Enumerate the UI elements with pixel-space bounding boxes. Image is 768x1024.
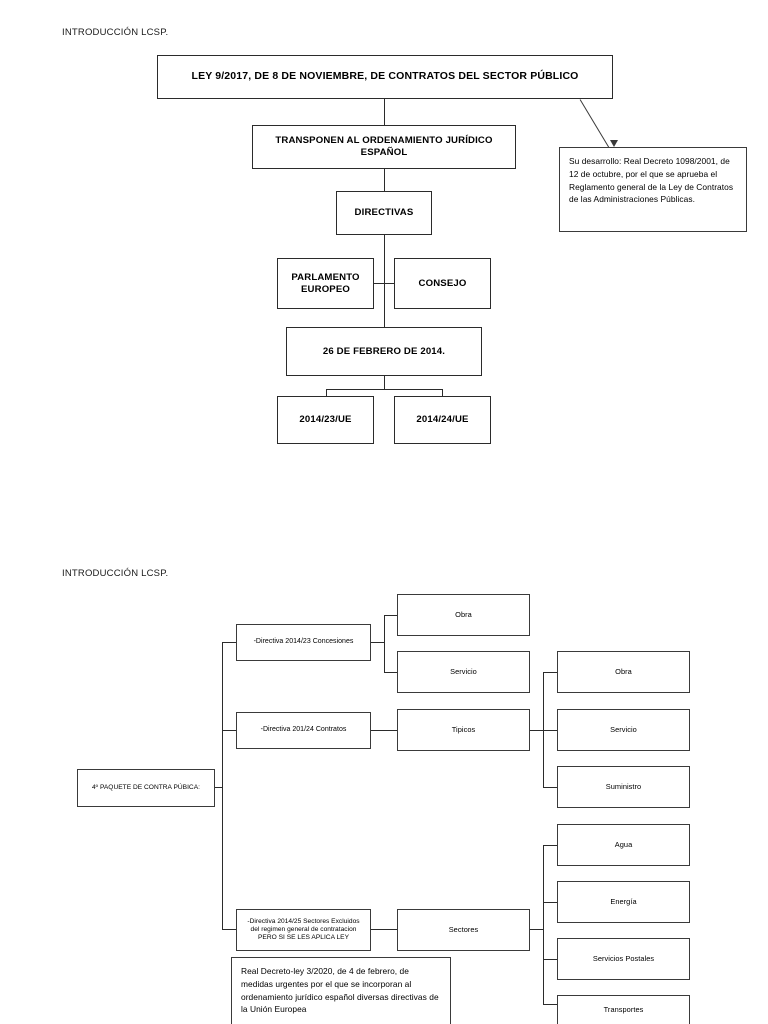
box-directiva-2014-25-sectores: -Directiva 2014/25 Sectores Excluidos de…: [236, 909, 371, 951]
connector-ley-transponen: [384, 99, 386, 125]
box-parlamento-europeo: PARLAMENTO EUROPEO: [277, 258, 374, 309]
box-sectores: Sectores: [397, 909, 530, 951]
connector-spine-sectores: [222, 929, 237, 931]
box-sectores-label: Sectores: [448, 925, 479, 935]
box-concesiones-obra: Obra: [397, 594, 530, 636]
connector-tipicos-obra: [543, 672, 557, 674]
box-fecha-26-febrero-2014: 26 DE FEBRERO DE 2014.: [286, 327, 482, 376]
box-sectores-agua-label: Agua: [614, 840, 633, 850]
arrow-ley-to-note-line: [579, 99, 611, 150]
box-sectores-transportes: Transportes: [557, 995, 690, 1024]
box-2014-24-ue-label: 2014/24/UE: [416, 414, 469, 425]
connector-directivas-down: [384, 235, 386, 327]
connector-2014-23-drop: [326, 389, 328, 396]
connector-sectores-out: [530, 929, 544, 931]
box-tipicos-suministro-label: Suministro: [605, 782, 642, 792]
box-parlamento-europeo-label: PARLAMENTO EUROPEO: [291, 271, 360, 295]
box-sectores-transportes-label: Transportes: [603, 1005, 644, 1015]
box-transponen-label: TRANSPONEN AL ORDENAMIENTO JURÍDICO ESPA…: [275, 135, 493, 158]
box-fecha-26-febrero-2014-label: 26 DE FEBRERO DE 2014.: [322, 345, 446, 357]
connector-spine-concesiones: [222, 642, 237, 644]
box-paquete-contra-publica: 4º PAQUETE DE CONTRA PÚBICA:: [77, 769, 215, 807]
box-directivas: DIRECTIVAS: [336, 191, 432, 235]
box-consejo: CONSEJO: [394, 258, 491, 309]
connector-transponen-directivas: [384, 169, 386, 191]
box-sectores-energia-label: Energía: [610, 897, 637, 907]
box-sectores-servicios-postales: Servicios Postales: [557, 938, 690, 980]
connector-fecha-down: [384, 376, 386, 390]
section-heading-2: INTRODUCCIÓN LCSP.: [62, 568, 169, 579]
connector-tipicos-suministro: [543, 787, 557, 789]
connector-tipicos-out: [530, 730, 544, 732]
box-nota-real-decreto-ley-3-2020-label: Real Decreto-ley 3/2020, de 4 de febrero…: [241, 966, 439, 1015]
box-tipicos-suministro: Suministro: [557, 766, 690, 808]
connector-sectores-bracket: [543, 845, 545, 1005]
box-ley-9-2017: LEY 9/2017, DE 8 DE NOVIEMBRE, DE CONTRA…: [157, 55, 613, 99]
box-directiva-201-24-contratos-label: -Directiva 201/24 Contratos: [260, 726, 347, 734]
box-tipicos-label: Tipicos: [451, 725, 476, 735]
box-concesiones-servicio: Servicio: [397, 651, 530, 693]
box-concesiones-obra-label: Obra: [455, 610, 472, 620]
connector-concesiones-servicio: [384, 672, 398, 674]
connector-concesiones-obra: [384, 615, 398, 617]
arrow-ley-to-note-head: [610, 140, 618, 147]
box-directiva-2014-23-concesiones-label: -Directiva 2014/23 Concesiones: [253, 638, 354, 646]
connector-sectores-agua: [543, 845, 557, 847]
section-heading-1: INTRODUCCIÓN LCSP.: [62, 27, 169, 38]
box-tipicos: Tipicos: [397, 709, 530, 751]
box-nota-desarrollo-label: Su desarrollo: Real Decreto 1098/2001, d…: [569, 156, 734, 205]
box-2014-23-ue: 2014/23/UE: [277, 396, 374, 444]
connector-spine-contratos: [222, 730, 237, 732]
box-ley-9-2017-label: LEY 9/2017, DE 8 DE NOVIEMBRE, DE CONTRA…: [191, 70, 579, 83]
box-tipicos-servicio: Servicio: [557, 709, 690, 751]
connector-concesiones-out: [371, 642, 385, 644]
connector-sectores-transportes: [543, 1004, 557, 1006]
connector-paquete-trunk: [215, 787, 223, 789]
box-directiva-2014-25-sectores-label: -Directiva 2014/25 Sectores Excluidos de…: [247, 917, 360, 942]
connector-dir-sectores-sectores: [371, 929, 397, 931]
connector-tipicos-servicio: [543, 730, 557, 732]
box-nota-real-decreto-ley-3-2020: Real Decreto-ley 3/2020, de 4 de febrero…: [231, 957, 451, 1024]
box-2014-23-ue-label: 2014/23/UE: [299, 414, 352, 425]
box-consejo-label: CONSEJO: [418, 277, 467, 289]
box-2014-24-ue: 2014/24/UE: [394, 396, 491, 444]
box-sectores-energia: Energía: [557, 881, 690, 923]
box-concesiones-servicio-label: Servicio: [450, 667, 477, 677]
connector-2014-24-drop: [442, 389, 444, 396]
connector-paquete-spine: [222, 642, 224, 930]
box-sectores-agua: Agua: [557, 824, 690, 866]
box-tipicos-obra-label: Obra: [615, 667, 632, 677]
connector-sectores-energia: [543, 902, 557, 904]
box-directivas-label: DIRECTIVAS: [354, 207, 414, 218]
box-transponen: TRANSPONEN AL ORDENAMIENTO JURÍDICO ESPA…: [252, 125, 516, 169]
connector-parlamento-consejo: [373, 283, 403, 285]
connector-directivas-bracket: [326, 389, 443, 391]
box-tipicos-obra: Obra: [557, 651, 690, 693]
box-directiva-201-24-contratos: -Directiva 201/24 Contratos: [236, 712, 371, 749]
box-directiva-2014-23-concesiones: -Directiva 2014/23 Concesiones: [236, 624, 371, 661]
connector-sectores-postales: [543, 959, 557, 961]
box-nota-desarrollo: Su desarrollo: Real Decreto 1098/2001, d…: [559, 147, 747, 232]
box-tipicos-servicio-label: Servicio: [610, 725, 637, 735]
box-sectores-servicios-postales-label: Servicios Postales: [592, 954, 655, 964]
connector-concesiones-bracket: [384, 615, 386, 673]
connector-contratos-tipicos: [371, 730, 397, 732]
box-paquete-contra-publica-label: 4º PAQUETE DE CONTRA PÚBICA:: [91, 783, 200, 791]
